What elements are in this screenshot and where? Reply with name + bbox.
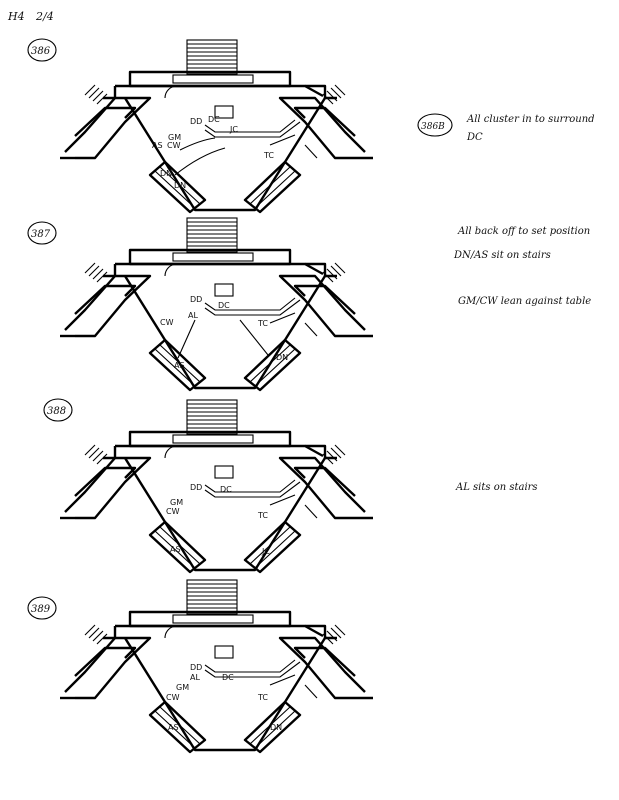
stage-plan	[58, 216, 375, 392]
cue-diagram-388: 388 GM CW DD DC TC AS JC	[43, 398, 375, 574]
actor-label: CW	[166, 507, 180, 516]
note-cue: 386B	[421, 122, 445, 132]
cue-number: 386	[31, 46, 51, 57]
notes: 386B All cluster in to surround DC All b…	[417, 113, 595, 493]
actor-label: AL	[190, 673, 200, 682]
actor-label: GM	[168, 133, 181, 142]
note-text: AL sits on stairs	[455, 482, 538, 493]
actor-label: TC	[257, 319, 268, 328]
stage-plan	[58, 578, 375, 754]
actor-label: TC	[257, 511, 268, 520]
note-text: DC	[466, 132, 483, 143]
actor-label: AS	[152, 141, 163, 150]
actor-label: DD	[190, 117, 202, 126]
actor-label: DD	[190, 295, 202, 304]
actor-label: GM	[170, 498, 183, 507]
stage-plan	[58, 38, 375, 214]
actor-label: DC	[222, 673, 234, 682]
actor-label: CW	[166, 693, 180, 702]
actor-label: DC	[208, 115, 220, 124]
cue-number: 388	[47, 406, 66, 417]
actor-label: DN	[270, 723, 282, 732]
page-header: H4 2/4	[7, 10, 54, 23]
actor-label: DN	[276, 353, 288, 362]
cue-diagram-387: 387 CW AL DD DC TC AS DN	[27, 216, 375, 392]
actor-label: DD	[190, 483, 202, 492]
actor-label: DN	[174, 181, 186, 190]
actor-label: AS	[168, 723, 179, 732]
stage-plan	[58, 398, 375, 574]
cue-number: 387	[31, 229, 51, 240]
actor-label: DD	[190, 663, 202, 672]
note-text: All back off to set position	[457, 226, 590, 237]
header-code: H4	[7, 10, 25, 23]
actor-label: AS	[170, 545, 181, 554]
actor-label: DC	[220, 485, 232, 494]
cue-diagram-389: 389 DD AL DC GM CW TC AS DN	[27, 578, 375, 754]
cue-number: 389	[31, 604, 51, 615]
header-page: 2/4	[35, 10, 54, 23]
actor-label: DN	[160, 169, 172, 178]
actor-label: JC	[229, 125, 238, 134]
actor-label: DC	[218, 301, 230, 310]
actor-label: CW	[167, 141, 181, 150]
note-text: All cluster in to surround	[466, 114, 595, 125]
cue-diagram-386: 386 GM DD DC JC AS CW TC DN DN	[27, 38, 375, 214]
actor-label: TC	[263, 151, 274, 160]
actor-label: CW	[160, 318, 174, 327]
actor-label: TC	[257, 693, 268, 702]
actor-label: GM	[176, 683, 189, 692]
actor-label: JC	[261, 547, 270, 556]
note-text: GM/CW lean against table	[458, 296, 591, 307]
actor-label: AS	[174, 361, 185, 370]
note-text: DN/AS sit on stairs	[453, 250, 551, 261]
actor-label: AL	[188, 311, 198, 320]
